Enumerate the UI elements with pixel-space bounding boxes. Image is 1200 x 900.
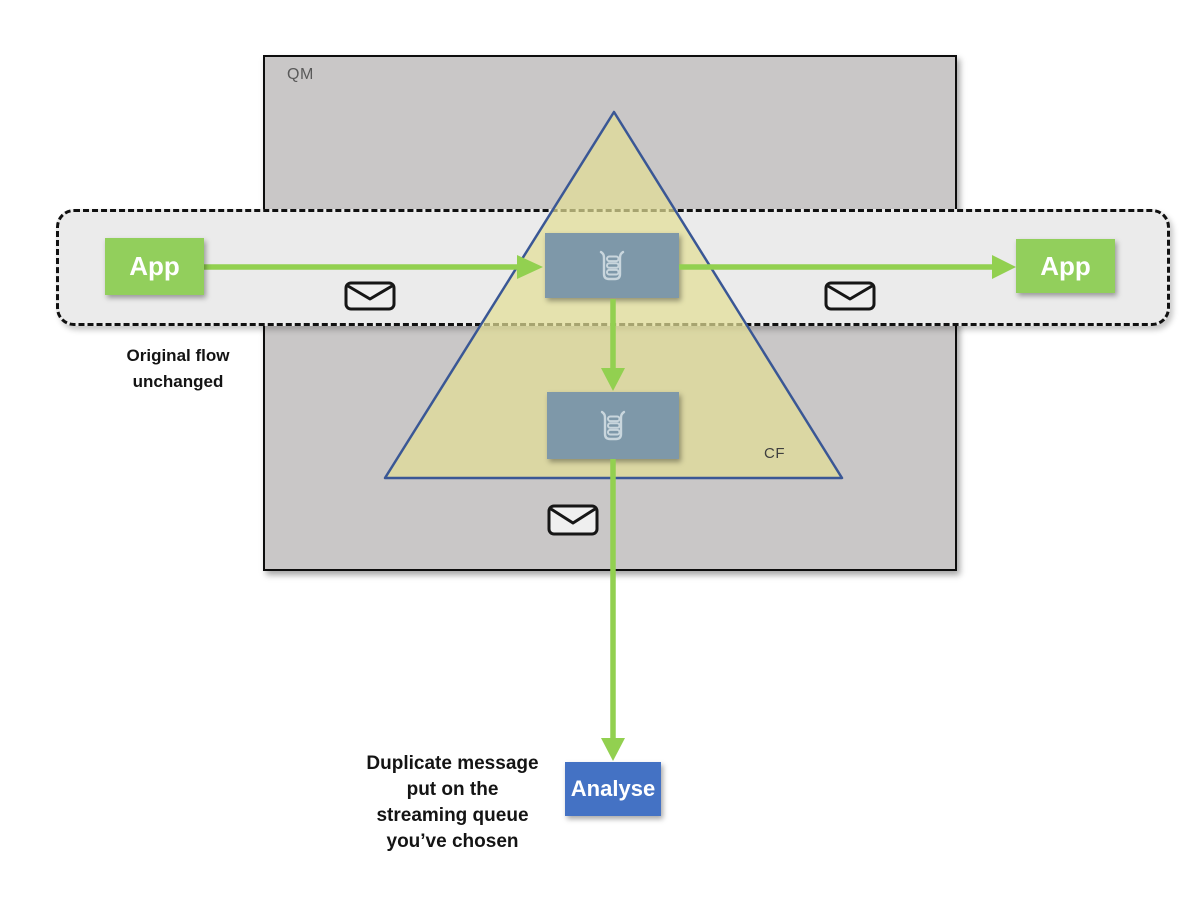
- original-flow-note: Original flow unchanged: [126, 346, 230, 391]
- app-node-right: App: [1016, 239, 1115, 293]
- queue-manager-label: QM: [287, 66, 314, 83]
- envelope-icon: [824, 281, 876, 311]
- envelope-icon: [547, 504, 599, 536]
- arrowhead: [601, 738, 625, 761]
- streaming-queue-box: [547, 392, 679, 459]
- queue-icon: [599, 250, 625, 280]
- cf-label: CF: [764, 445, 785, 462]
- analyse-node: Analyse: [565, 762, 661, 816]
- app-node-left: App: [105, 238, 204, 295]
- duplicate-message-note: Duplicate message put on the streaming q…: [366, 753, 539, 852]
- queue-icon: [600, 410, 626, 440]
- original-queue-box: [545, 233, 679, 298]
- envelope-icon: [344, 281, 396, 311]
